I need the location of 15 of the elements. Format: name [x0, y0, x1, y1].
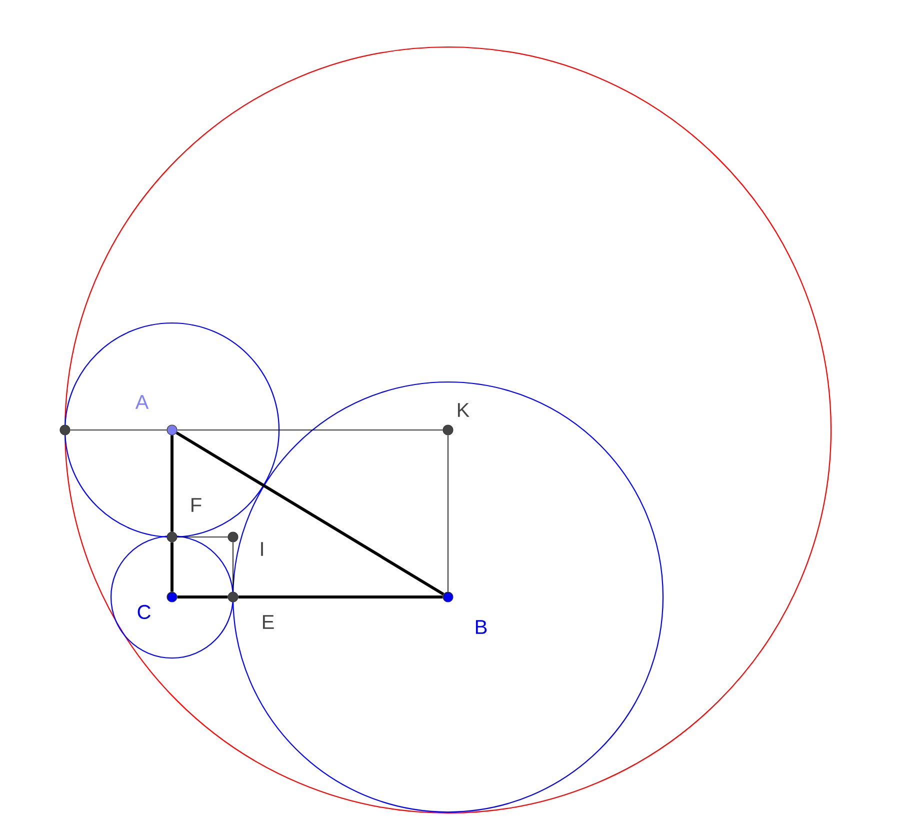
point-label: F [192, 498, 202, 512]
line-segment [238, 596, 443, 598]
line-segment [176, 431, 444, 596]
point-label: A [135, 395, 149, 409]
line-segment [177, 596, 228, 598]
line-segment [232, 542, 234, 592]
point-label: B [476, 620, 487, 634]
line-segment [170, 435, 174, 532]
line-segment [176, 536, 228, 538]
point-label: I [261, 542, 263, 556]
point-label: C [138, 604, 150, 620]
point-label: E [262, 615, 274, 629]
point-label: K [458, 403, 470, 417]
line-segment [170, 542, 174, 592]
point [60, 424, 70, 436]
